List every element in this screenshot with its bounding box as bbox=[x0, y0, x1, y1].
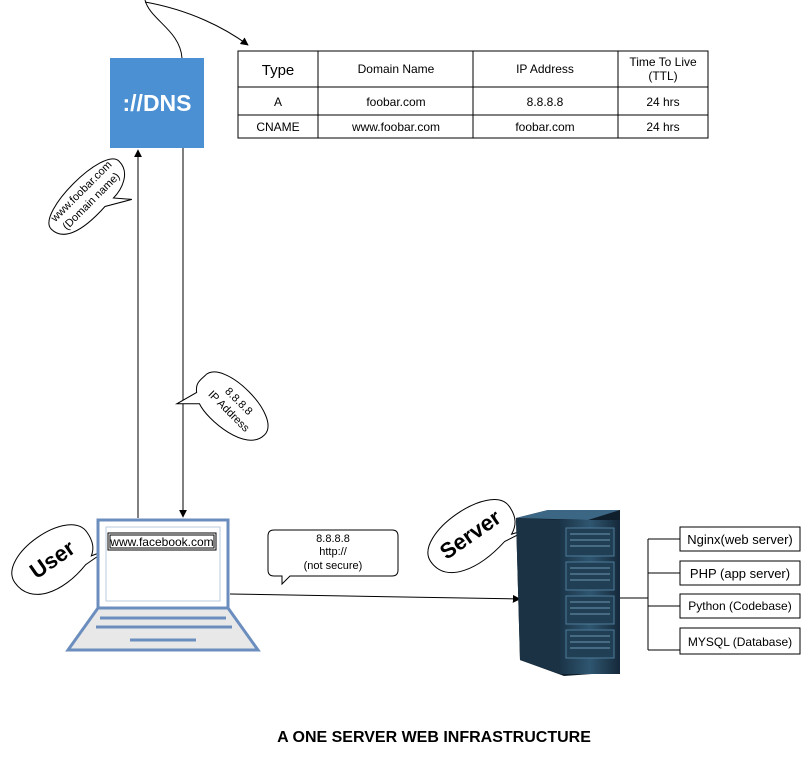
component-php: PHP (app server) bbox=[679, 560, 801, 586]
component-label: MYSQL (Database) bbox=[688, 635, 792, 649]
server-label-bubble: Server bbox=[427, 499, 531, 574]
component-label: Python (Codebase) bbox=[688, 599, 791, 613]
dns-box bbox=[110, 58, 204, 148]
table-cell: CNAME bbox=[256, 120, 299, 134]
table-header-ttl-line1: Time To Live bbox=[629, 55, 697, 69]
component-nginx: Nginx(web server) bbox=[679, 526, 801, 552]
table-header-ttl-line2: (TTL) bbox=[648, 69, 677, 83]
table-cell: 24 hrs bbox=[646, 95, 679, 109]
table-header-type: Type bbox=[262, 62, 295, 79]
browser-url-bar: www.facebook.com bbox=[107, 532, 217, 551]
request-to-server-arrow bbox=[229, 593, 521, 603]
domain-name-bubble: www.foobar.com (Domain name) bbox=[48, 158, 132, 235]
dns-top-connector bbox=[144, 0, 183, 59]
dns-records-table bbox=[237, 50, 709, 139]
server-rack-icon bbox=[516, 510, 620, 676]
http-bubble-line1: 8.8.8.8 bbox=[316, 533, 350, 545]
table-cell: foobar.com bbox=[515, 120, 574, 134]
table-cell: A bbox=[274, 95, 282, 109]
component-label: PHP (app server) bbox=[690, 566, 790, 581]
table-cell: 8.8.8.8 bbox=[527, 95, 564, 109]
diagram-title: A ONE SERVER WEB INFRASTRUCTURE bbox=[277, 729, 591, 746]
table-header-ip: IP Address bbox=[516, 62, 574, 76]
browser-url-text: www.facebook.com bbox=[109, 535, 213, 549]
http-bubble-line2: http:// bbox=[319, 546, 347, 558]
component-python: Python (Codebase) bbox=[679, 593, 801, 619]
table-header-domain: Domain Name bbox=[358, 62, 435, 76]
component-mysql: MYSQL (Database) bbox=[679, 627, 801, 655]
component-label: Nginx(web server) bbox=[687, 532, 792, 547]
dns-to-table-arrow bbox=[144, 1, 249, 46]
ip-address-bubble: 8.8.8.8 IP Address bbox=[174, 371, 269, 441]
components-bracket bbox=[620, 538, 680, 651]
table-cell: foobar.com bbox=[366, 95, 425, 109]
user-label-bubble: User bbox=[11, 524, 108, 595]
http-request-bubble: 8.8.8.8 http:// (not secure) bbox=[267, 529, 399, 586]
dns-server: ://DNS bbox=[110, 58, 204, 148]
http-bubble-line3: (not secure) bbox=[304, 560, 363, 572]
dns-label: ://DNS bbox=[123, 90, 192, 116]
table-cell: 24 hrs bbox=[646, 120, 679, 134]
table-cell: www.foobar.com bbox=[351, 120, 440, 134]
